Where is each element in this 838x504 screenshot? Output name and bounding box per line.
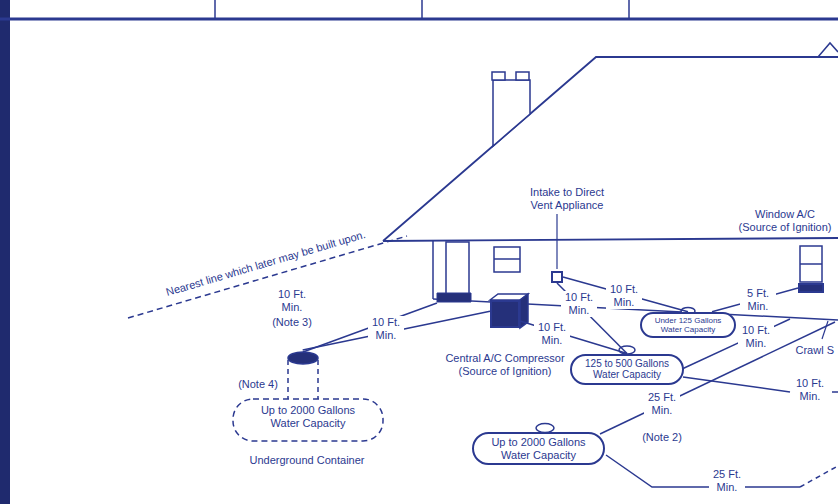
roof-vent [818,43,838,57]
dimension-label: 10 Ft. Min. [561,291,597,316]
house-wall [432,241,434,299]
dimension-connector [303,311,490,350]
tank-dome [288,352,318,364]
underground-tank: Up to 2000 Gallons Water CapacityUndergr… [232,350,384,442]
node-heading: Intake to Direct Vent Appliance [523,186,611,211]
node-heading: Underground Container [250,454,365,467]
dimension-connector [520,321,627,354]
window-ac-unit: Window A/C (Source of Ignition) [798,283,824,293]
tank-capsule: Up to 2000 Gallons Water Capacity [472,432,605,465]
dimension-label: 10 Ft. Min. [792,377,828,402]
compressor-box: Central A/C Compressor (Source of Igniti… [490,300,520,328]
node-heading: Up to 2000 Gallons Water Capacity [252,404,364,429]
dimension-label: 10 Ft. Min. [274,288,310,313]
note-label: (Note 4) [238,378,278,391]
dimension-line [832,391,838,393]
tank-outline [233,399,383,441]
window-sash [494,258,520,260]
node-heading: Central A/C Compressor (Source of Igniti… [435,352,575,377]
tank-riser [287,360,289,399]
dimension-connector [712,288,798,312]
area-label: Crawl S [795,344,834,357]
node-text: 125 to 500 Gallons Water Capacity [577,358,677,381]
tank-capsule: Under 125 Gallons Water Capacity [640,312,736,338]
tank-riser [317,360,319,399]
node-heading: Window A/C (Source of Ignition) [736,208,834,233]
node-text: Up to 2000 Gallons Water Capacity [483,436,595,461]
chimney [493,80,530,146]
roof-outline [383,57,838,241]
chimney-cap [492,72,505,80]
dimension-line [303,303,437,352]
leader-line [822,321,828,339]
dimension-label: 10 Ft. Min. [606,283,642,308]
page-border-band [0,0,10,504]
boundary-label: Nearest line which later may be built up… [165,228,367,299]
note-label: (Note 3) [272,316,312,329]
dimension-line [606,455,800,487]
roof-eave [383,238,838,241]
house-door [446,242,469,298]
dimension-label: 10 Ft. Min. [368,316,404,341]
intake-square: Intake to Direct Vent Appliance [551,271,563,283]
table-divider [214,0,216,19]
top-rule [0,18,838,21]
leader-line [556,214,557,269]
dimension-label: 25 Ft. Min. [709,468,745,493]
house-window [800,246,822,282]
dimension-line [800,467,836,487]
chimney-cap [516,72,529,80]
table-divider [628,0,630,19]
dimension-label: 10 Ft. Min. [534,321,570,346]
note-label: (Note 2) [642,431,682,444]
node-text: Under 125 Gallons Water Capacity [650,316,726,334]
boundary-line [128,236,407,318]
dimension-label: 5 Ft. Min. [740,287,776,312]
gas-meter [437,293,471,302]
tank-capsule: 125 to 500 Gallons Water Capacity [570,354,684,385]
dimension-line [683,377,790,392]
house-window [494,247,520,272]
dimension-label: 25 Ft. Min. [644,391,680,416]
window-sash [800,263,822,265]
dimension-label: 10 Ft. Min. [738,324,774,349]
table-divider [421,0,423,19]
